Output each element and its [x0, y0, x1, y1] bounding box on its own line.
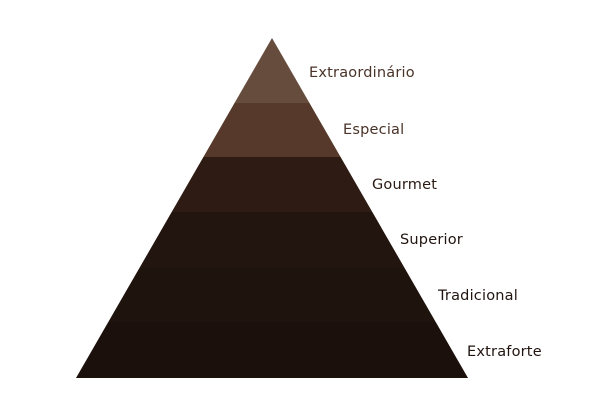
pyramid-labels: ExtraordinárioEspecialGourmetSuperiorTra…: [309, 65, 542, 360]
tier-label-1: Extraordinário: [309, 65, 415, 81]
pyramid-tier-3: [171, 157, 373, 212]
tier-label-3: Gourmet: [372, 177, 437, 193]
tier-label-2: Especial: [343, 122, 404, 138]
tier-label-6: Extraforte: [467, 344, 542, 360]
pyramid-tier-2: [203, 103, 341, 157]
pyramid-tier-4: [139, 212, 405, 268]
pyramid-tier-1: [234, 38, 310, 103]
tier-label-4: Superior: [400, 232, 463, 248]
pyramid-bands: [76, 38, 468, 378]
pyramid-tier-5: [108, 268, 436, 322]
tier-label-5: Tradicional: [437, 288, 518, 304]
pyramid-tier-6: [76, 322, 468, 378]
